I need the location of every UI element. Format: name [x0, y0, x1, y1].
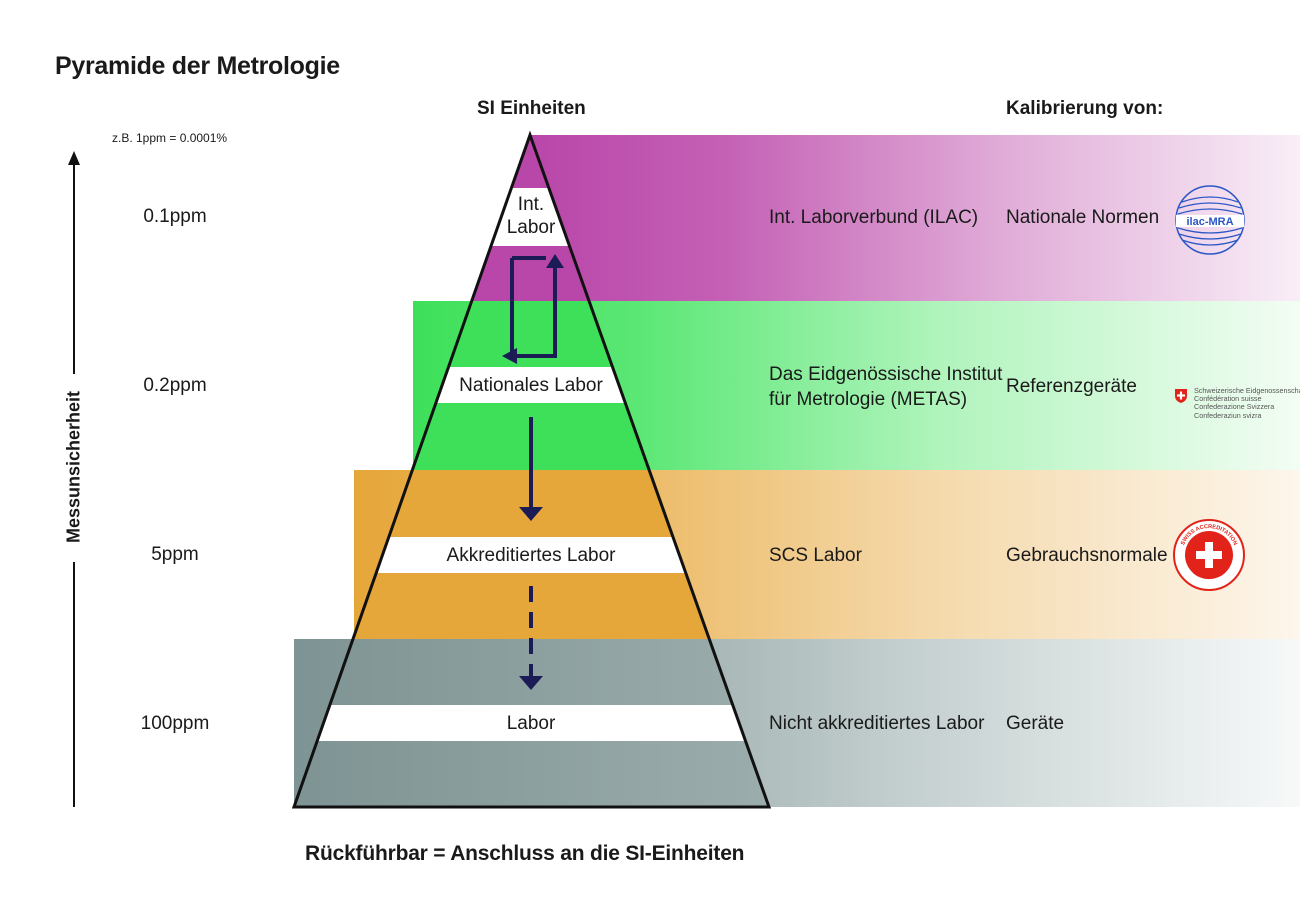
lab-accredited: Akkreditiertes Labor	[446, 545, 616, 566]
axis-label: Messunsicherheit	[63, 390, 84, 544]
swiss-logo-text: Schweizerische Eidgenossenschaft Confédé…	[1194, 386, 1300, 420]
arrowhead-accredited-to-lab	[519, 676, 543, 690]
swiss-line-1: Schweizerische Eidgenossenschaft	[1194, 386, 1300, 395]
lab-int-line2: Labor	[506, 217, 556, 238]
loop-arrowhead-left	[502, 348, 517, 364]
loop-arrow	[510, 256, 557, 358]
swiss-accreditation-logo: SWISS ACCREDITATION sas.admin.ch	[1172, 518, 1246, 592]
lab-national: Nationales Labor	[459, 375, 603, 396]
uncertainty-level-3: 5ppm	[151, 544, 199, 565]
swiss-shield-icon	[1175, 389, 1187, 403]
institution-level-2-line1: Das Eidgenössische Institut	[769, 364, 1003, 385]
lab-int: Int. Labor	[490, 193, 572, 239]
axis-arrowhead	[68, 151, 80, 165]
uncertainty-level-1: 0.1ppm	[143, 206, 207, 227]
calibration-header: Kalibrierung von:	[1006, 98, 1164, 119]
swiss-line-2: Confédération suisse	[1194, 394, 1262, 404]
arrowhead-national-to-accredited	[519, 507, 543, 521]
sas-logo-bottom-text: sas.admin.ch	[1191, 569, 1227, 581]
example-note: z.B. 1ppm = 0.0001%	[112, 131, 228, 145]
band-level-1	[530, 135, 1300, 301]
institution-level-4: Nicht akkreditiertes Labor	[769, 713, 985, 734]
pyramid-outline	[291, 130, 772, 809]
calibration-level-2: Referenzgeräte	[1006, 376, 1137, 397]
swiss-line-3: Confederazione Svizzera	[1194, 402, 1275, 412]
institution-level-1: Int. Laborverbund (ILAC)	[769, 207, 979, 228]
lab-basic: Labor	[506, 713, 556, 734]
uncertainty-level-4: 100ppm	[140, 713, 210, 734]
loop-arrowhead-up	[546, 254, 564, 268]
diagram-title: Pyramide der Metrologie	[55, 52, 340, 80]
ilac-mra-logo: ilac-MRA	[1174, 184, 1246, 256]
institution-level-2-line2: für Metrologie (METAS)	[769, 389, 968, 410]
lab-int-line1: Int.	[517, 194, 545, 215]
uncertainty-level-2: 0.2ppm	[143, 375, 207, 396]
svg-text:sas.admin.ch: sas.admin.ch	[1191, 569, 1227, 581]
calibration-level-3: Gebrauchsnormale	[1006, 545, 1168, 566]
swiss-line-4: Confederaziun svizra	[1194, 410, 1262, 420]
calibration-level-4: Geräte	[1006, 713, 1065, 734]
footer-note: Rückführbar = Anschluss an die SI-Einhei…	[305, 842, 745, 865]
institution-level-2: Das Eidgenössische Institut für Metrolog…	[769, 362, 1002, 412]
institution-level-3: SCS Labor	[769, 545, 862, 566]
apex-label: SI Einheiten	[477, 98, 586, 119]
calibration-level-1: Nationale Normen	[1006, 207, 1160, 228]
ilac-logo-text: ilac-MRA	[1186, 216, 1233, 228]
